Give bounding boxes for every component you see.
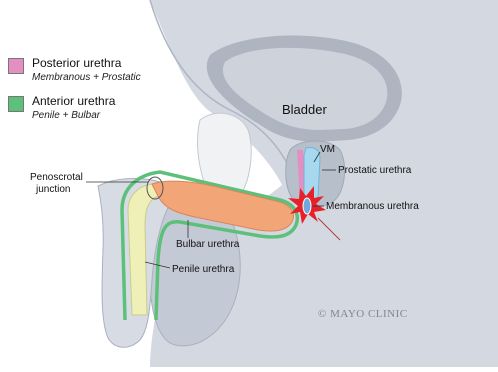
label-penile-urethra: Penile urethra bbox=[172, 264, 234, 276]
legend-title-posterior: Posterior urethra bbox=[32, 56, 141, 71]
membranous-urethra-segment bbox=[303, 198, 311, 214]
label-bladder: Bladder bbox=[282, 104, 327, 116]
legend-subtitle-posterior: Membranous + Prostatic bbox=[32, 71, 141, 84]
label-bulbar-urethra: Bulbar urethra bbox=[176, 239, 239, 251]
legend-title-anterior: Anterior urethra bbox=[32, 94, 115, 109]
legend-item-posterior: Posterior urethra Membranous + Prostatic bbox=[8, 56, 141, 84]
label-penoscrotal-line1: Penoscrotal bbox=[30, 172, 83, 184]
legend-item-anterior: Anterior urethra Penile + Bulbar bbox=[8, 94, 141, 122]
legend-swatch-anterior bbox=[8, 96, 24, 112]
credit-text: © MAYO CLINIC bbox=[318, 308, 408, 320]
legend: Posterior urethra Membranous + Prostatic… bbox=[8, 56, 141, 132]
label-vm: VM bbox=[320, 144, 335, 156]
label-membranous-urethra: Membranous urethra bbox=[326, 201, 419, 213]
legend-swatch-posterior bbox=[8, 58, 24, 74]
label-penoscrotal-line2: junction bbox=[36, 184, 70, 196]
label-prostatic-urethra: Prostatic urethra bbox=[338, 165, 411, 177]
legend-subtitle-anterior: Penile + Bulbar bbox=[32, 109, 115, 122]
